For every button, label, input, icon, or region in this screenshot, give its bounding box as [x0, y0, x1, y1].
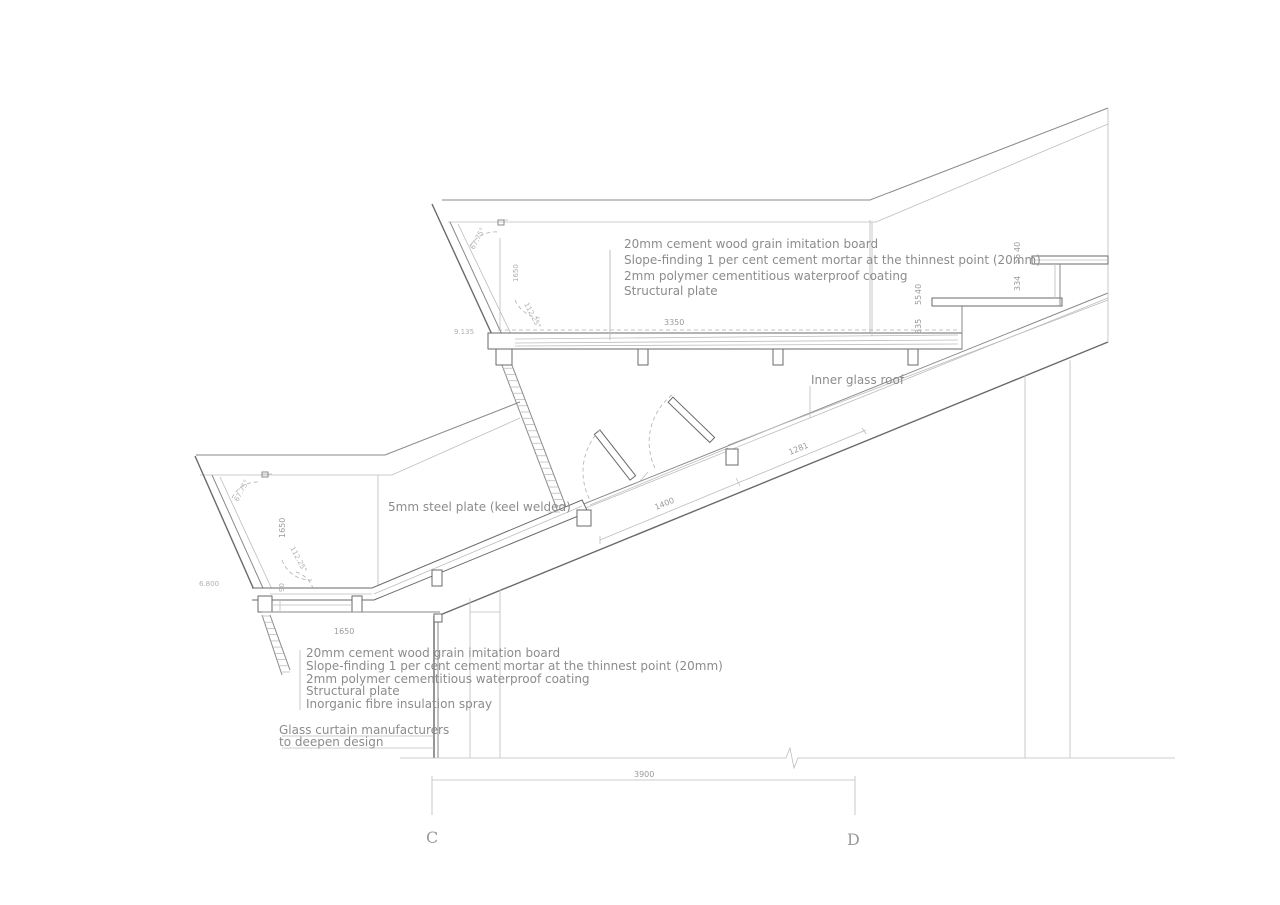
lower-note-3: 2mm polymer cementitious waterproof coat…: [306, 672, 590, 686]
grid-axis-c: C: [426, 828, 438, 847]
dim-upper-angle-a: 67.75°: [469, 226, 487, 251]
dim-lower-height: 1650: [278, 518, 287, 538]
dim-step-40b: 40: [1013, 242, 1022, 252]
dim-lower-angle-b: 112.25°: [288, 545, 308, 573]
dim-upper-span: 3350: [664, 318, 684, 327]
dim-step-335: 335: [914, 319, 923, 334]
inner-glass-roof-label: Inner glass roof: [811, 373, 905, 387]
dim-glass-1400: 1400: [653, 496, 675, 512]
grid-axis-d: D: [847, 830, 860, 849]
glass-roof-dimension: [599, 427, 867, 544]
dim-step-40a: 40: [914, 284, 923, 294]
steel-plate-label: 5mm steel plate (keel welded): [388, 500, 571, 514]
upper-note-4: Structural plate: [624, 284, 718, 298]
dim-upper-angle-b: 112.25°: [522, 301, 542, 329]
dim-lower-angle-a: 67.75°: [233, 478, 251, 503]
glass-curtain-mullion: [433, 590, 501, 758]
lower-note-4: Structural plate: [306, 684, 400, 698]
upper-right-steps: [931, 255, 1109, 307]
dim-upper-level: 9.135: [454, 328, 474, 336]
right-interior-walls: [1024, 360, 1071, 758]
dim-step-55b: 55: [1013, 254, 1022, 264]
upper-material-notes: 20mm cement wood grain imitation board S…: [624, 237, 1041, 298]
skylight-window-2: [648, 394, 739, 469]
ladder-hatching-upper: [500, 361, 568, 513]
lower-note-5: Inorganic fibre insulation spray: [306, 697, 492, 711]
dim-lower-span: 1650: [334, 627, 354, 636]
lower-note-2: Slope-finding 1 per cent cement mortar a…: [306, 659, 723, 673]
bottom-dimension: [431, 776, 856, 815]
lower-material-notes: 20mm cement wood grain imitation board S…: [306, 646, 723, 711]
dim-lower-level: 6.800: [199, 580, 219, 588]
lower-inclined-wall: [194, 455, 291, 676]
lower-interior: [231, 471, 315, 593]
upper-floor-slab: [487, 303, 963, 366]
lower-note-1: 20mm cement wood grain imitation board: [306, 646, 560, 660]
glass-curtain-label-1: Glass curtain manufacturers: [279, 723, 449, 737]
ground-line: [400, 746, 1175, 770]
upper-note-2: Slope-finding 1 per cent cement mortar a…: [624, 253, 1041, 267]
skylight-window-1: [582, 429, 649, 501]
dim-small-90: 90: [278, 583, 286, 592]
dim-bottom-span: 3900: [634, 770, 654, 779]
ladder-hatching-lower: [262, 615, 290, 673]
upper-note-3: 2mm polymer cementitious waterproof coat…: [624, 269, 908, 283]
upper-envelope: [442, 107, 1109, 342]
leader-lines: [282, 250, 811, 749]
dim-step-334: 334: [1013, 276, 1022, 291]
lower-envelope: [196, 401, 521, 588]
lower-floor-slab: [252, 499, 592, 613]
dim-upper-height: 1650: [512, 264, 520, 282]
upper-note-1: 20mm cement wood grain imitation board: [624, 237, 878, 251]
glass-curtain-label-2: to deepen design: [279, 735, 383, 749]
dim-step-55a: 55: [914, 295, 923, 305]
